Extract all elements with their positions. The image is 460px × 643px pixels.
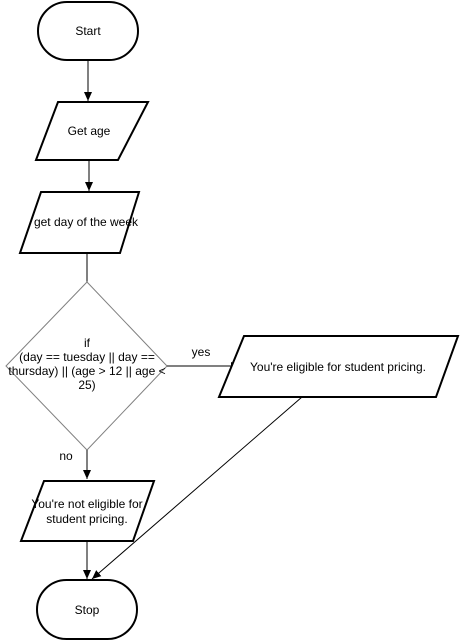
edge-eligible-to-stop [91, 396, 303, 580]
decision-line-1: if [84, 336, 91, 350]
decision-line-4: 25) [78, 378, 95, 392]
yes-label: yes [192, 345, 211, 359]
not-eligible-node[interactable]: You're not eligible for student pricing. [19, 480, 156, 542]
get-age-label: Get age [68, 124, 111, 138]
get-age-node[interactable]: Get age [34, 101, 150, 161]
get-day-node[interactable]: get day of the week [18, 191, 141, 254]
get-day-label: get day of the week [34, 215, 139, 229]
decision-node[interactable]: if (day == tuesday || day == thursday) |… [5, 281, 168, 451]
start-node[interactable]: Start [37, 1, 139, 61]
decision-line-2: (day == tuesday || day == [19, 350, 155, 364]
not-eligible-line-2: student pricing. [46, 512, 127, 526]
not-eligible-line-1: You're not eligible for [31, 497, 142, 511]
stop-label: Stop [75, 603, 100, 617]
eligible-node[interactable]: You're eligible for student pricing. [217, 335, 460, 398]
start-label: Start [75, 24, 101, 38]
no-label: no [59, 449, 73, 463]
eligible-label: You're eligible for student pricing. [250, 360, 426, 374]
stop-node[interactable]: Stop [36, 579, 138, 640]
decision-line-3: thursday) || (age > 12 || age < [8, 364, 165, 378]
